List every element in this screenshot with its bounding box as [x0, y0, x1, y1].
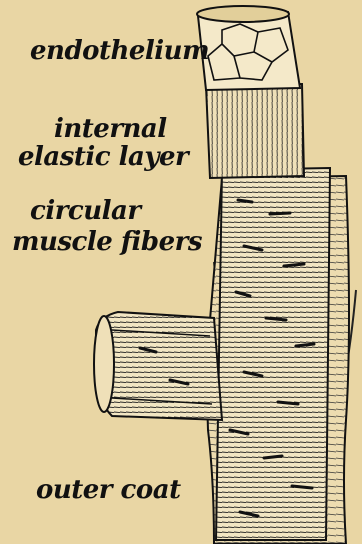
label-endothelium: endothelium [30, 37, 209, 65]
label-outer-coat: outer coat [36, 476, 181, 504]
label-internal: internal [54, 115, 167, 143]
branch-opening [94, 316, 114, 412]
muscle-layer [216, 168, 330, 540]
label-elastic-layer: elastic layer [18, 143, 188, 171]
label-circular: circular [30, 197, 141, 225]
elastic-layer [206, 84, 304, 178]
vessel-opening [197, 6, 289, 22]
label-muscle-fibers: muscle fibers [12, 228, 202, 256]
